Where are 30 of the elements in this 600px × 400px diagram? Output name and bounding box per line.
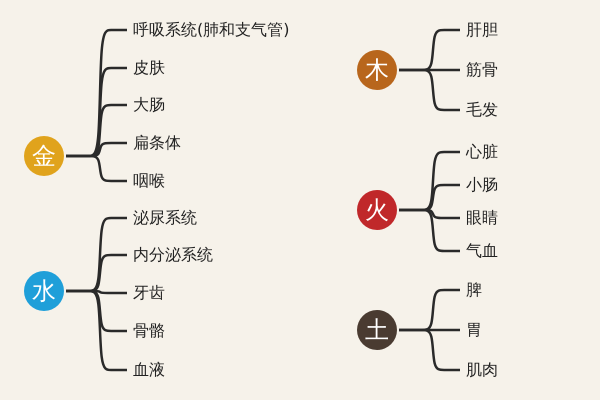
brace-branch — [399, 328, 460, 372]
organ-label: 泌尿系统 — [133, 207, 197, 229]
element-circle: 木 — [357, 50, 397, 90]
organ-label: 大肠 — [133, 94, 165, 116]
organ-label: 肌肉 — [466, 359, 498, 381]
brace-branch — [66, 154, 127, 182]
organ-label: 脾 — [466, 279, 482, 301]
organ-label: 牙齿 — [133, 282, 165, 304]
organ-label: 呼吸系统(肺和支气管) — [133, 19, 290, 41]
organ-label: 咽喉 — [133, 170, 165, 192]
element-circle: 金 — [24, 136, 64, 176]
organ-label: 气血 — [466, 240, 498, 262]
organ-label: 筋骨 — [466, 59, 498, 81]
brace-branch — [66, 290, 127, 372]
organ-label: 眼睛 — [466, 207, 498, 229]
element-circle: 水 — [24, 271, 64, 311]
organ-label: 皮肤 — [133, 57, 165, 79]
brace-branch — [399, 208, 460, 252]
organ-label: 胃 — [466, 319, 482, 341]
organ-label: 骨骼 — [133, 320, 165, 342]
brace-branch — [399, 68, 460, 112]
organ-label: 内分泌系统 — [133, 244, 213, 266]
organ-label: 扁条体 — [133, 132, 181, 154]
element-circle: 土 — [357, 310, 397, 350]
organ-label: 小肠 — [466, 174, 498, 196]
organ-label: 肝胆 — [466, 19, 498, 41]
element-circle: 火 — [357, 190, 397, 230]
organ-label: 心脏 — [466, 141, 498, 163]
organ-label: 毛发 — [466, 99, 498, 121]
organ-label: 血液 — [133, 359, 165, 381]
